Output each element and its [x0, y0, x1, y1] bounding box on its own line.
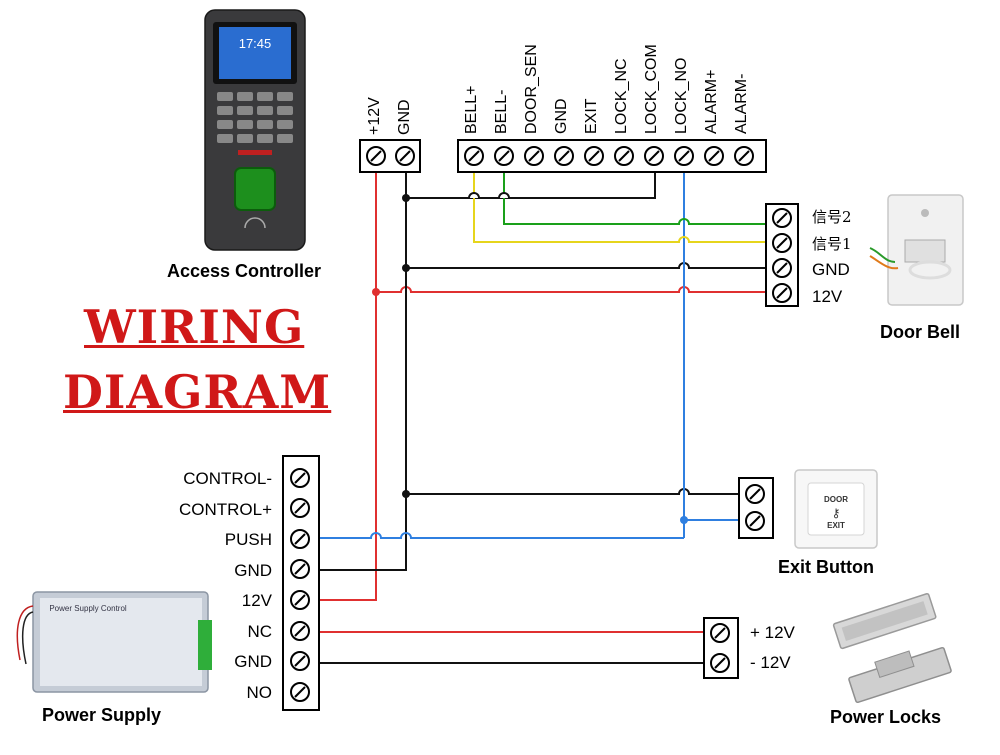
rfid-icon [244, 217, 266, 229]
lock-label-plus-12v: + 12V [750, 623, 795, 642]
exit-button-device: DOOR ⚷ EXIT [794, 469, 878, 549]
door-bell-caption: Door Bell [880, 322, 961, 342]
diagram-title-line2: DIAGRAM [63, 365, 332, 419]
door-bell-label-gnd: GND [812, 260, 850, 279]
junction-red-12v [372, 288, 380, 296]
exit-face-top: DOOR [824, 495, 848, 504]
exit-screw-2 [745, 511, 765, 531]
ac-io-screw-10 [734, 146, 754, 166]
ps-screw-2 [290, 498, 310, 518]
hop-black-green [498, 192, 510, 199]
ps-label-control-minus: CONTROL- [183, 469, 272, 488]
ac-io-screw-4 [554, 146, 574, 166]
power-locks-device [832, 593, 952, 704]
keypad [217, 92, 293, 143]
exit-screw-1 [745, 484, 765, 504]
door-bell-screw-3 [772, 258, 792, 278]
junction-black-3 [402, 490, 410, 498]
wire-black-gnd-exit [406, 488, 755, 495]
ac-power-label-12v: +12V [366, 97, 383, 135]
lock-screw-minus [710, 653, 730, 673]
ps-label-control-plus: CONTROL+ [178, 500, 272, 519]
ac-io-label-exit: EXIT [583, 98, 600, 134]
door-bell-screw-2 [772, 233, 792, 253]
ac-io-screw-7 [644, 146, 664, 166]
door-bell-device [869, 194, 964, 306]
ac-io-screw-2 [494, 146, 514, 166]
ps-screw-1 [290, 468, 310, 488]
wire-yellow-bell [473, 170, 781, 243]
wire-red-12v-bell [376, 286, 781, 293]
door-bell-label-12v: 12V [812, 287, 843, 306]
hop-black-yellow [468, 192, 480, 199]
wire-black-gnd-main [300, 170, 407, 571]
power-supply-device: Power Supply Control [16, 591, 212, 693]
ac-io-label-lock-com: LOCK_COM [643, 44, 660, 134]
lock-screw-plus [710, 623, 730, 643]
ps-label-push: PUSH [224, 530, 272, 549]
door-bell-label-signal2: 信号2 [812, 208, 852, 226]
ac-io-label-alarm-plus: ALARM+ [703, 69, 720, 134]
ps-label-nc: NC [247, 622, 272, 641]
ac-io-label-gnd: GND [553, 98, 570, 134]
ac-power-label-gnd: GND [396, 99, 413, 135]
door-bell-screw-1 [772, 208, 792, 228]
ac-screw-12v [366, 146, 386, 166]
ac-io-screw-8 [674, 146, 694, 166]
ac-io-screw-1 [464, 146, 484, 166]
ps-screw-7 [290, 651, 310, 671]
door-bell-screw-4 [772, 283, 792, 303]
ac-io-screw-3 [524, 146, 544, 166]
exit-button-caption: Exit Button [778, 557, 874, 577]
ps-screw-6 [290, 621, 310, 641]
ac-io-label-lock-nc: LOCK_NC [613, 58, 630, 134]
junction-blue [680, 516, 688, 524]
ac-io-label-lock-no: LOCK_NO [673, 57, 690, 134]
ac-screw-gnd [395, 146, 415, 166]
diagram-title-line1: WIRING [84, 300, 305, 354]
ac-io-screw-9 [704, 146, 724, 166]
fingerprint-sensor [234, 167, 276, 211]
junction-black-2 [402, 264, 410, 272]
ps-label-no: NO [246, 683, 273, 702]
wire-red-12v-main [300, 170, 377, 601]
ac-io-label-bell-plus: BELL+ [463, 85, 480, 134]
ac-io-label-bell-minus: BELL- [493, 89, 510, 134]
ac-io-label-alarm-minus: ALARM- [733, 73, 750, 134]
wire-black-gnd-lockcom [406, 170, 656, 199]
ac-io-label-door-sen: DOOR_SEN [523, 44, 540, 134]
ac-io-screw-5 [584, 146, 604, 166]
ps-label-12v: 12V [241, 591, 272, 610]
ps-screw-5 [290, 590, 310, 610]
ps-screw-8 [290, 682, 310, 702]
access-controller-caption: Access Controller [167, 261, 322, 281]
power-supply-caption: Power Supply [42, 705, 162, 725]
ps-screw-3 [290, 529, 310, 549]
exit-face-bottom: EXIT [827, 521, 845, 530]
screen-time: 17:45 [239, 36, 272, 51]
ps-label-gnd-2: GND [234, 652, 272, 671]
wire-blue-push [300, 532, 684, 539]
ac-io-screw-6 [614, 146, 634, 166]
ps-label-gnd: GND [234, 561, 272, 580]
power-locks-caption: Power Locks [830, 707, 942, 727]
wire-black-gnd-bell [406, 262, 781, 269]
access-controller-device: 17:45 [204, 9, 306, 251]
ps-terminal-block [282, 455, 320, 711]
ps-screw-4 [290, 559, 310, 579]
door-bell-label-signal1: 信号1 [812, 235, 852, 253]
key-icon: ⚷ [832, 506, 841, 520]
junction-black-1 [402, 194, 410, 202]
power-supply-device-label: Power Supply Control [49, 604, 127, 613]
lock-label-minus-12v: - 12V [750, 653, 791, 672]
wire-green-bell [503, 170, 781, 225]
